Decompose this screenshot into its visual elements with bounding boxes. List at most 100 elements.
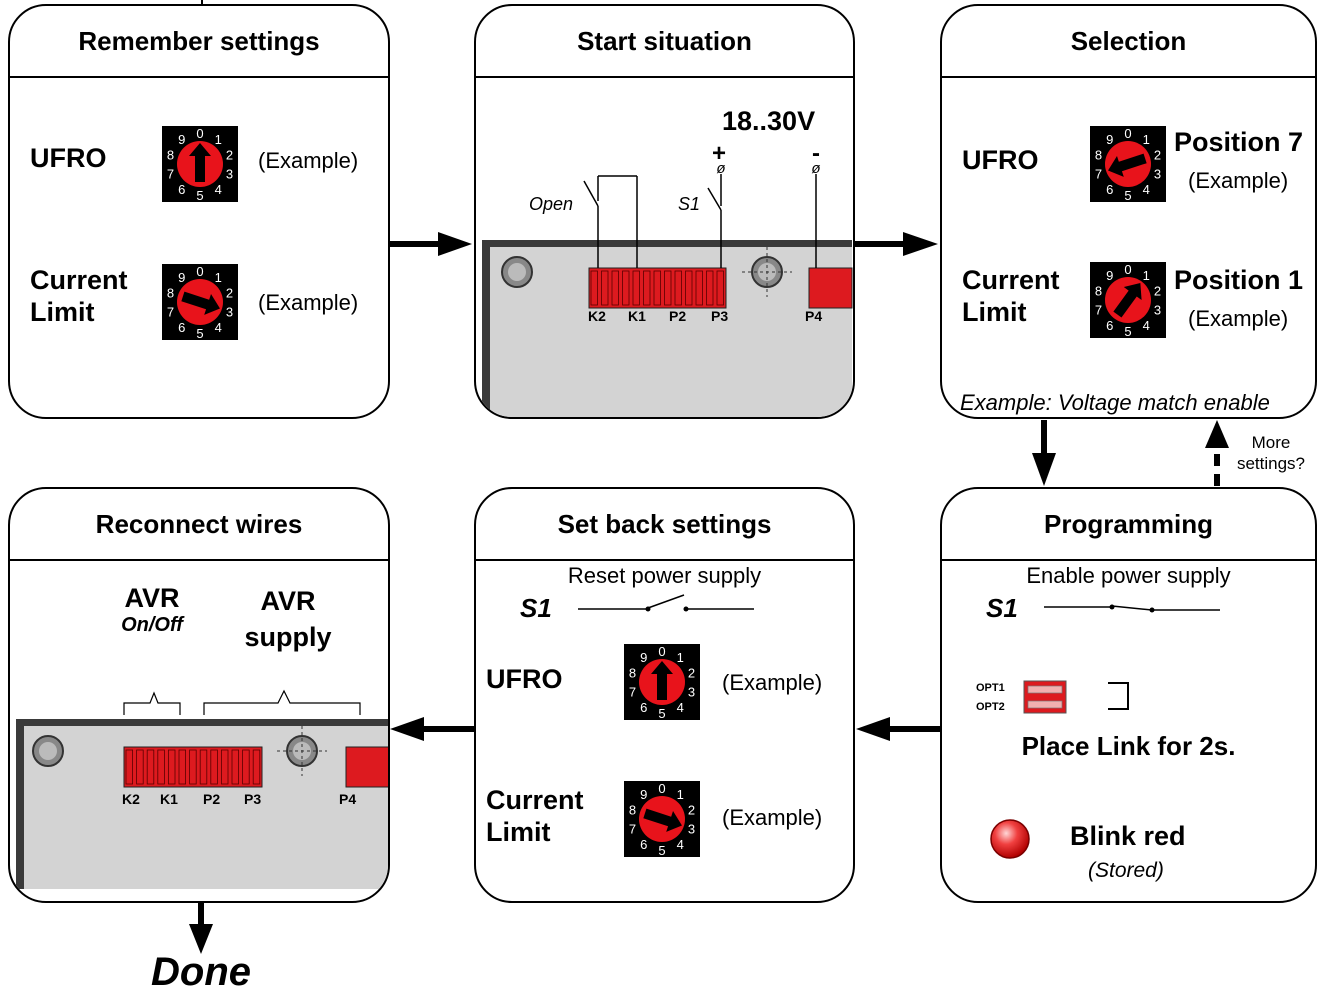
arrowhead-selection-programming <box>1032 453 1056 486</box>
terminal-label-p2: P2 <box>669 308 687 324</box>
s1-label: S1 <box>986 593 1018 623</box>
opt-jumper-icon <box>1023 680 1129 714</box>
arrowhead-remember-start <box>438 232 472 256</box>
dial-digit: 8 <box>1095 283 1102 298</box>
dial-digit: 1 <box>1143 132 1150 147</box>
dial-digit: 1 <box>677 650 684 665</box>
dial-digit: 4 <box>215 320 222 335</box>
dial-digit: 6 <box>640 700 647 715</box>
blink-red-label: Blink red <box>1070 821 1186 851</box>
dial-digit: 0 <box>1124 126 1131 141</box>
terminal-label-k1: K1 <box>160 791 178 807</box>
plus-label: + <box>712 140 727 167</box>
dial-digit: 7 <box>629 685 636 700</box>
dial-digit: 0 <box>658 781 665 796</box>
screw-icon <box>32 735 64 767</box>
dial-digit: 3 <box>226 305 233 320</box>
current-label-line1: Current <box>30 265 128 295</box>
arrowhead-reconnect-done <box>189 924 213 954</box>
dial-digit: 5 <box>658 843 665 857</box>
terminal-label-k2: K2 <box>122 791 140 807</box>
arrowhead-programming-setback <box>856 717 890 741</box>
example-text: (Example) <box>722 805 823 830</box>
current-label-line2: Limit <box>962 296 1027 327</box>
dial-digit: 9 <box>640 650 647 665</box>
dial-digit: 7 <box>167 305 174 320</box>
dial-digit: 0 <box>658 644 665 659</box>
stored-label: (Stored) <box>1088 859 1164 882</box>
dial-digit: 7 <box>1095 303 1102 318</box>
dial-digit: 8 <box>167 147 174 162</box>
dial-digit: 3 <box>688 685 695 700</box>
switch-closed-icon <box>1044 604 1220 613</box>
dial-digit: 8 <box>167 285 174 300</box>
minus-label: - <box>812 140 820 167</box>
arrowhead-more-settings <box>1205 420 1229 448</box>
opt-labels: OPT1 OPT2 <box>976 679 1005 717</box>
dial-digit: 3 <box>688 822 695 837</box>
dial-digit: 5 <box>658 706 665 720</box>
panel-title: Reconnect wires <box>10 489 388 561</box>
panel-title: Remember settings <box>10 6 388 78</box>
controller-board <box>482 240 852 417</box>
dial-digit: 2 <box>1154 147 1161 162</box>
example-text: (Example) <box>722 670 823 695</box>
dial-digit: 2 <box>226 285 233 300</box>
example-text: (Example) <box>258 290 359 315</box>
s1-label: S1 <box>678 194 701 214</box>
start-wiring-diagram: ø ø <box>482 160 853 417</box>
dial-digit: 6 <box>178 182 185 197</box>
dial-digit: 8 <box>1095 147 1102 162</box>
terminal-label-p4: P4 <box>805 308 823 324</box>
footer-note: Example: Voltage match enable <box>960 390 1270 415</box>
more-settings-line1: More <box>1251 433 1291 452</box>
screw-icon <box>277 726 327 776</box>
example-text: (Example) <box>1188 306 1289 331</box>
panel-title: Start situation <box>476 6 853 78</box>
dial-digit: 4 <box>677 700 684 715</box>
opt1-label: OPT1 <box>976 682 1005 694</box>
dial-digit: 3 <box>226 167 233 182</box>
led-red-icon <box>990 819 1030 859</box>
terminal-block-p4 <box>808 267 853 309</box>
s1-label: S1 <box>520 593 552 623</box>
dial-digit: 3 <box>1154 303 1161 318</box>
dial-digit: 6 <box>640 837 647 852</box>
dial-digit: 1 <box>215 270 222 285</box>
dial-digit: 0 <box>196 264 203 279</box>
avr-supply-text: supply <box>244 622 332 652</box>
position-label: Position 1 <box>1174 265 1304 295</box>
example-text: (Example) <box>1188 168 1289 193</box>
current-limit-label: Current Limit <box>30 265 128 329</box>
dial-digit: 9 <box>178 270 185 285</box>
dial-digit: 5 <box>196 326 203 340</box>
done-label: Done <box>151 950 251 994</box>
dial-digit: 4 <box>1143 318 1150 333</box>
dial-digit: 7 <box>629 822 636 837</box>
dial-digit: 9 <box>178 132 185 147</box>
avr-label: AVR <box>124 583 180 613</box>
current-limit-label: Current Limit <box>486 785 584 849</box>
place-link-text: Place Link for 2s. <box>1021 731 1236 761</box>
dial-digit: 0 <box>196 126 203 141</box>
dial-digit: 1 <box>215 132 222 147</box>
panel-title: Selection <box>942 6 1315 78</box>
svg-text:ø: ø <box>811 160 820 177</box>
dial-digit: 6 <box>178 320 185 335</box>
dial-digit: 9 <box>1106 268 1113 283</box>
dial-digit: 2 <box>688 665 695 680</box>
terminal-label-k2: K2 <box>588 308 606 324</box>
dial-digit: 2 <box>688 802 695 817</box>
dial-digit: 8 <box>629 802 636 817</box>
panel-start-situation: Start situation ø ø 18..30V + - O <box>474 4 855 419</box>
dial-digit: 2 <box>226 147 233 162</box>
dial-digit: 7 <box>167 167 174 182</box>
avr-label: AVR <box>260 586 316 616</box>
dial-digit: 4 <box>215 182 222 197</box>
